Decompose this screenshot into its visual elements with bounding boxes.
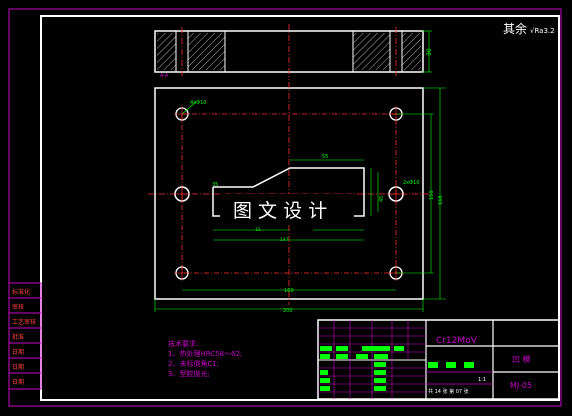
dim-15: 15 [255, 227, 261, 233]
tech-req-item-1: 2、未标倒角C1; [168, 359, 219, 368]
sheet-info: 共 14 张 第 07 张 [428, 388, 469, 395]
outer-border [8, 8, 562, 407]
dim-168: 168 [438, 195, 444, 205]
part-name: 凹 模 [512, 354, 531, 364]
side-label-6: 日期 [12, 378, 24, 386]
side-label-5: 日期 [12, 363, 24, 371]
tech-req-item-2: 3、型腔抛光; [168, 369, 210, 378]
dim-200: 200 [283, 308, 293, 314]
side-label-4: 日期 [12, 348, 24, 356]
side-label-2: 工艺审核 [12, 318, 36, 326]
dim-hole-label: 4xΦ10 [190, 100, 206, 106]
section-label: A-A [160, 73, 169, 79]
top-section-view: 30 A-A [154, 24, 433, 80]
dim-2x: 2xΦ10 [403, 180, 419, 186]
dim-55: 55 [322, 154, 328, 160]
hole-ml [173, 185, 191, 203]
title-block: Cr12MoV 凹 模 MJ-05 共 14 张 第 07 张 1:1 [317, 319, 560, 400]
side-label-0: 标准化 [12, 288, 30, 296]
dim-35: 35 [212, 182, 218, 188]
cavity-outline [212, 167, 365, 217]
side-label-1: 审核 [12, 303, 24, 311]
side-label-block: 标准化 审核 工艺审核 批准 日期 日期 日期 [8, 282, 42, 390]
drawing-frame [40, 15, 560, 401]
dim-45: 45 [379, 196, 385, 202]
plan-view: 4xΦ10 55 35 2xΦ10 45 15 147 160 200 150 … [148, 82, 446, 314]
tech-req-item-0: 1、热处理HRC58～62; [168, 349, 242, 358]
dim-147: 147 [280, 237, 289, 243]
hole-bl [174, 265, 190, 281]
material: Cr12MoV [436, 336, 478, 346]
roughness-value: √Ra3.2 [530, 27, 555, 35]
watermark-text: 图 文 设 计 [233, 200, 327, 222]
side-label-3: 批准 [12, 333, 24, 341]
hole-mr [387, 185, 405, 203]
tech-requirements: 技术要求: 1、热处理HRC58～62; 2、未标倒角C1; 3、型腔抛光; [168, 339, 242, 378]
scale: 1:1 [478, 377, 486, 383]
tech-req-title: 技术要求: [168, 339, 198, 348]
watermark: 图 文 设 计 [220, 194, 354, 224]
dim-thickness: 30 [426, 48, 433, 56]
drawing-number: MJ-05 [510, 381, 532, 390]
dim-150: 150 [429, 190, 435, 200]
roughness-note: 其余 [503, 21, 527, 36]
dim-160: 160 [284, 288, 294, 294]
